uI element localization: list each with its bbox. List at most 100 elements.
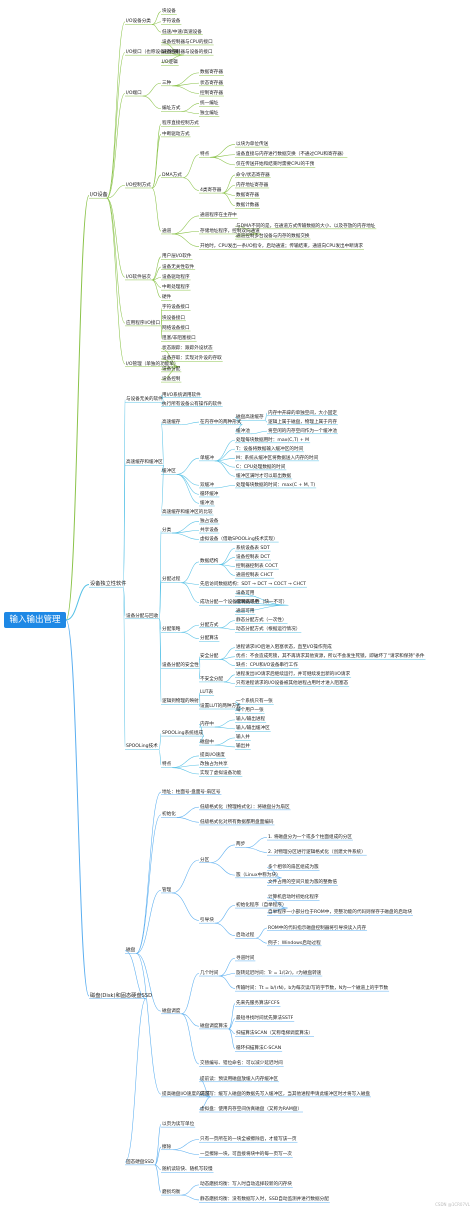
topic-node[interactable]: 系统设备表 SDT — [236, 545, 270, 551]
topic-node[interactable]: SPOOLing技术 — [126, 744, 158, 750]
topic-node[interactable]: 输入/输出缓冲区 — [236, 726, 270, 732]
topic-node[interactable]: 通道程序在主存中 — [200, 213, 237, 219]
topic-node[interactable]: 中断处理程序 — [162, 284, 190, 290]
topic-node[interactable]: 提高磁盘I/O速度的方法 — [162, 1091, 210, 1097]
topic-node[interactable]: 存储地址程序，控制双向通道 — [200, 228, 260, 234]
topic-node[interactable]: 与设备无关的软件 — [126, 397, 163, 403]
topic-node[interactable]: 与DMA不同的是，在通道方式传输数据的大小、以及存放的内存地址 — [236, 223, 376, 229]
topic-node[interactable]: 例子：Windows启动过程 — [268, 940, 321, 946]
topic-node[interactable]: 磁盘中 — [200, 739, 214, 745]
topic-node[interactable]: 硬件 — [162, 295, 172, 301]
topic-node[interactable]: 开始时，CPU发出一条I/O指令，启动通道；传输结束，通道向CPU发出中断请求 — [200, 244, 364, 250]
topic-node[interactable]: 启动过程 — [236, 933, 255, 939]
topic-node[interactable]: 分配方式 — [200, 622, 219, 628]
topic-node[interactable]: 分配过程 — [162, 577, 181, 583]
topic-node[interactable]: 擦除 — [162, 1144, 172, 1150]
topic-node[interactable]: 高速缓存和缓冲区的比较 — [162, 509, 213, 515]
topic-node[interactable]: T：设备将数据输入缓冲区的时间 — [236, 446, 304, 452]
topic-node[interactable]: 静态分配方式（一次性） — [236, 618, 287, 624]
topic-node[interactable]: 执行所有设备公有操作的软件 — [162, 401, 222, 407]
topic-node[interactable]: 设备控制器与设备的接口 — [162, 49, 213, 55]
topic-node[interactable]: 独立编址 — [200, 111, 219, 117]
topic-node[interactable]: 数据计数器 — [236, 203, 259, 209]
topic-node[interactable]: 处理每块数据用时：max(C,T) + M — [236, 437, 310, 443]
topic-node[interactable]: 低级格式化（物理格式化）：将磁盘分为扇区 — [200, 804, 290, 810]
topic-node[interactable]: 磁盘 — [126, 948, 136, 954]
topic-node[interactable]: 数据寄存器 — [200, 70, 223, 76]
topic-node[interactable]: 分配策略 — [162, 627, 181, 633]
topic-node[interactable]: 最短寻找时间优先算法SSTF — [236, 1016, 294, 1022]
topic-node[interactable]: 将空闲的内存空间作为一个缓冲池 — [268, 428, 337, 434]
topic-node[interactable]: 块设备 — [162, 9, 176, 15]
topic-node[interactable]: M：系统从缓冲区将数据送入内存的时间 — [236, 455, 319, 461]
branch-node[interactable]: I/O设备 — [90, 192, 108, 198]
branch-node[interactable]: 设备独立性软件 — [90, 581, 127, 587]
topic-node[interactable]: SPOOLing系统组成 — [162, 730, 203, 736]
topic-node[interactable]: 输出井 — [236, 744, 250, 750]
topic-node[interactable]: 输入/输出进程 — [236, 717, 266, 723]
topic-node[interactable]: I/O管理（单独的功能单） — [126, 361, 179, 367]
topic-node[interactable]: 状态寄存器 — [200, 80, 223, 86]
topic-node[interactable]: 双缓冲 — [200, 482, 214, 488]
topic-node[interactable]: 缓冲区 — [162, 469, 176, 475]
topic-node[interactable]: 设备驱动程序 — [162, 274, 190, 280]
topic-node[interactable]: 缓冲区满时才可以取出数据 — [236, 473, 292, 479]
topic-node[interactable]: 初始化 — [162, 812, 176, 818]
topic-node[interactable]: 字符设备 — [162, 19, 181, 25]
topic-node[interactable]: 在内存中的两种形式 — [200, 419, 242, 425]
topic-node[interactable]: 阻塞/非阻塞接口 — [162, 336, 196, 342]
topic-node[interactable]: 地址：柱面号-盘面号-扇区号 — [162, 789, 221, 795]
branch-node[interactable]: 磁盘(Disk)和固态硬盘SSD — [90, 992, 153, 999]
topic-node[interactable]: 独占设备 — [200, 518, 219, 524]
topic-node[interactable]: 状态跟踪：跟踪外设状态 — [162, 346, 213, 352]
topic-node[interactable]: 循环扫描算法C-SCAN — [236, 1046, 282, 1052]
topic-node[interactable]: 文件占用的空间只能为簇的整数倍 — [268, 880, 337, 886]
topic-node[interactable]: 分区 — [200, 857, 210, 863]
topic-node[interactable]: 特点 — [162, 762, 172, 768]
topic-node[interactable]: 设备可用 — [236, 591, 255, 597]
topic-node[interactable]: 设备分配 — [162, 366, 181, 372]
topic-node[interactable]: 管理 — [162, 887, 172, 893]
topic-node[interactable]: 延迟写：缓写入磁盘的数据先写入缓冲区，当其他进程申请此缓冲区时才将写入磁盘 — [200, 1091, 370, 1097]
topic-node[interactable]: 逻辑上属于磁盘，物理上属于内存 — [268, 419, 337, 425]
topic-node[interactable]: 高速缓存和缓冲区 — [126, 460, 163, 466]
topic-node[interactable]: 设备分配的安全性 — [162, 663, 199, 669]
topic-node[interactable]: 进程请求I/O后进入阻塞状态，直至I/O操作完成 — [236, 645, 332, 651]
topic-node[interactable]: 固态硬盘SSD — [126, 1159, 154, 1165]
topic-node[interactable]: 高速缓存 — [162, 419, 181, 425]
topic-node[interactable]: 旋转延迟时间：Tr = 1/(2r)，r为磁盘转速 — [236, 970, 322, 976]
topic-node[interactable]: 缓冲池 — [200, 500, 214, 506]
topic-node[interactable]: 设备无关性软件 — [162, 264, 195, 270]
topic-node[interactable]: 分配算法 — [200, 636, 219, 642]
topic-node[interactable]: I/O软件层次 — [126, 274, 151, 280]
topic-node[interactable]: 用I/O系统调用软件 — [162, 392, 201, 398]
topic-node[interactable]: 低速/中速/高速设备 — [162, 29, 202, 35]
topic-node[interactable]: 逻辑到物理的映射 — [162, 699, 199, 705]
topic-node[interactable]: 簇（Linux中称为块） — [236, 872, 281, 878]
topic-node[interactable]: I/O端口 — [126, 90, 142, 96]
topic-node[interactable]: 提前读：预读用磁盘放缓入内存缓冲区 — [200, 1076, 279, 1082]
topic-node[interactable]: 分类 — [162, 527, 172, 533]
topic-node[interactable]: 内存地址寄存器 — [236, 182, 269, 188]
topic-node[interactable]: 设备控制器与CPU的接口 — [162, 39, 213, 45]
topic-node[interactable]: 循环缓冲 — [200, 491, 219, 497]
topic-node[interactable]: 缓冲池 — [236, 428, 250, 434]
topic-node[interactable]: 提高I/O速度 — [200, 753, 225, 759]
topic-node[interactable]: 实现了虚拟设备功能 — [200, 771, 242, 777]
topic-node[interactable]: 多个相邻的扇区组成为簇 — [268, 865, 319, 871]
topic-node[interactable]: 进程发出I/O请求后继续运行，并可继续发出新的I/O请求 — [236, 672, 351, 678]
topic-node[interactable]: 优点：不会造成死锁，其不再请求其他资源，所以不会发生死锁，即破坏了“请求和保持”… — [236, 654, 425, 660]
topic-node[interactable]: 虚拟设备（借助SPOOLing技术实现） — [200, 536, 278, 542]
topic-node[interactable]: 块设备接口 — [162, 315, 185, 321]
topic-node[interactable]: 设备分配与回收 — [126, 613, 159, 619]
topic-node[interactable]: 安全分配 — [200, 654, 219, 660]
topic-node[interactable]: 输入井 — [236, 735, 250, 741]
root-node[interactable]: 输入输出管理 — [4, 612, 66, 628]
topic-node[interactable]: 只有进程请求的I/O设备被其他进程占用时才进入阻塞态 — [236, 681, 349, 687]
topic-node[interactable]: 随机读较快、随机写较慢 — [162, 1167, 213, 1173]
topic-node[interactable]: 通道控制表 CHCT — [236, 572, 274, 578]
topic-node[interactable]: 控制寄存器 — [200, 90, 223, 96]
topic-node[interactable]: 内存中开辟的单独空间，大小固定 — [268, 410, 337, 416]
topic-node[interactable]: 引导块 — [200, 917, 214, 923]
topic-node[interactable]: 低级格式化对所有数据都用盘面编码 — [200, 819, 274, 825]
